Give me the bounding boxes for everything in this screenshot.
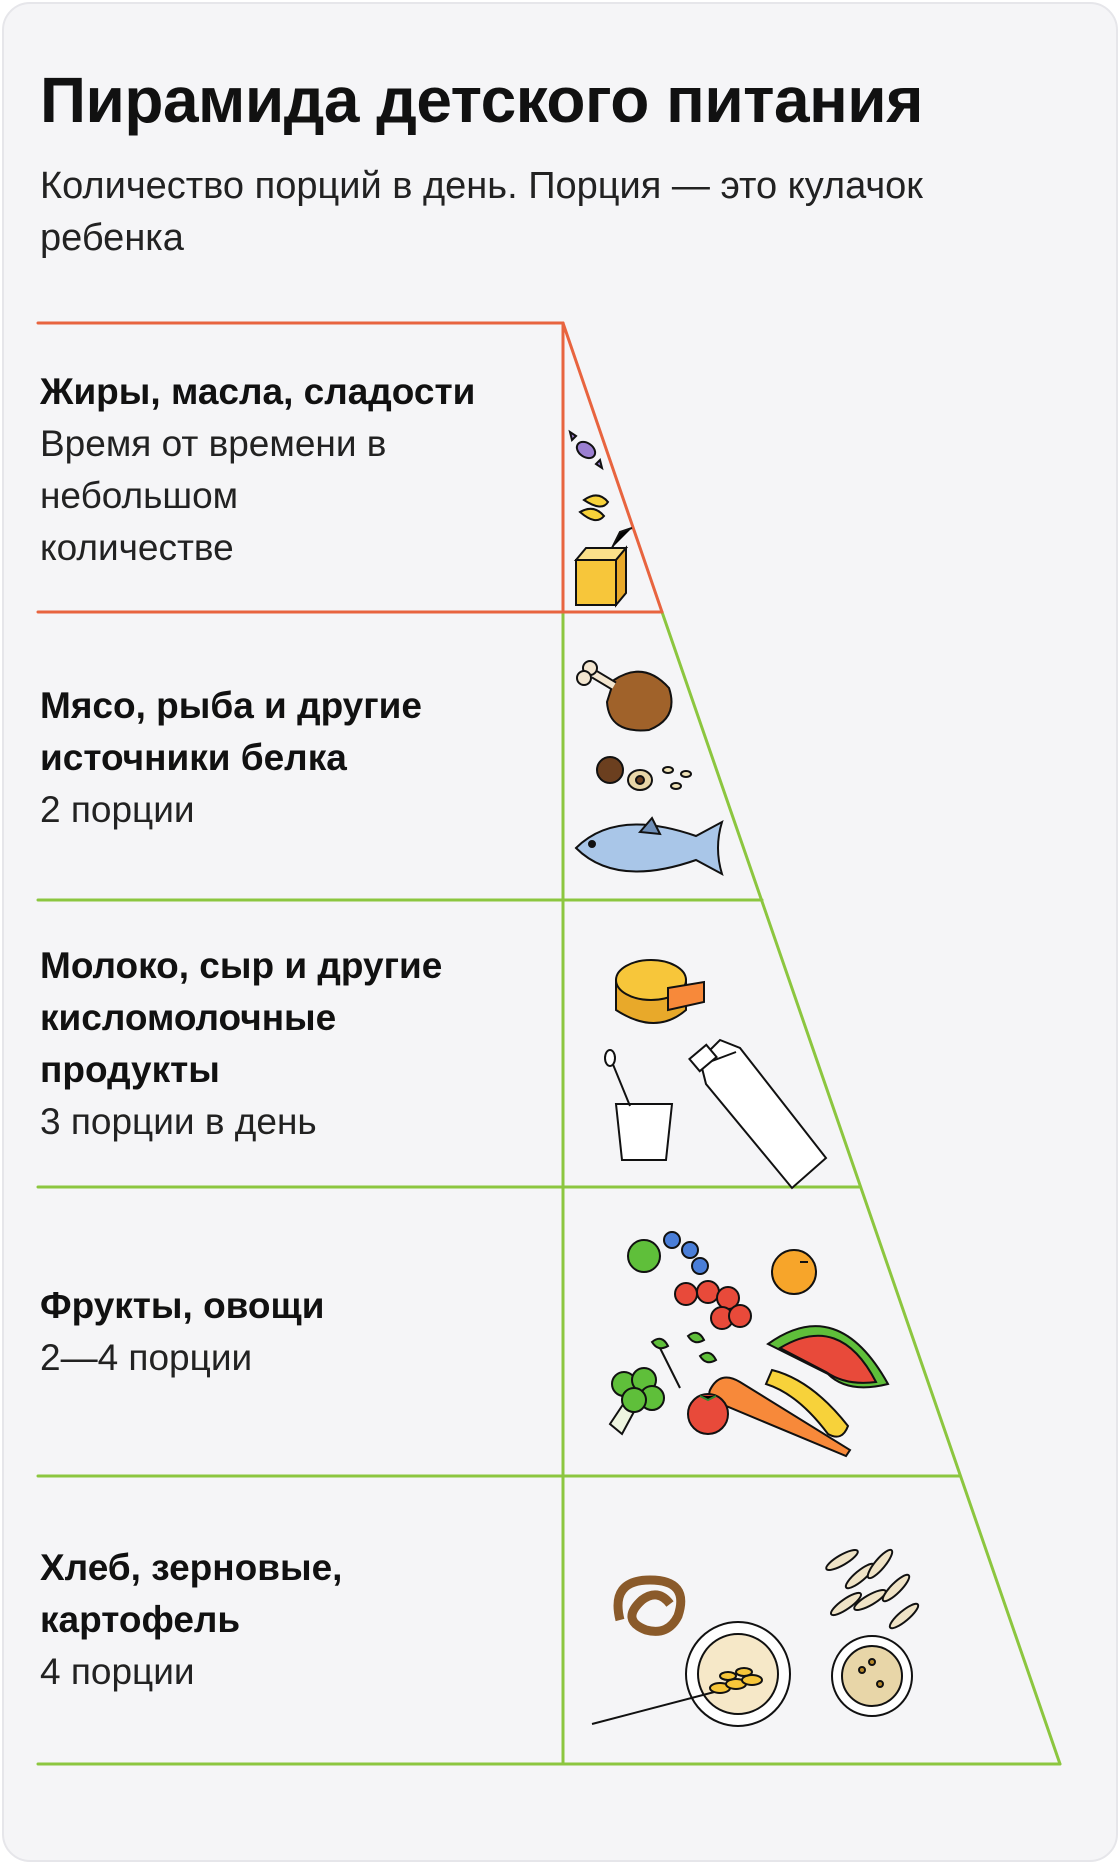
tier-title: Жиры, масла, сладости xyxy=(40,371,476,412)
wheat-icon xyxy=(591,1667,763,1725)
tier-text: 2—4 порции xyxy=(40,1337,253,1378)
berries-icon xyxy=(627,1231,752,1330)
tier-fruits-vegetables: Фрукты, овощи 2—4 порции xyxy=(40,1280,560,1384)
nuts-icon xyxy=(596,756,692,791)
tier-fats: Жиры, масла, сладости Время от времени в… xyxy=(40,366,560,574)
milk-bottle-icon xyxy=(688,1038,828,1190)
chicken-leg-icon xyxy=(576,660,673,732)
tier-grains: Хлеб, зерновые, картофель 4 порции xyxy=(40,1542,560,1698)
fish-icon xyxy=(574,816,724,877)
candy-icon xyxy=(568,429,604,471)
banana-icon xyxy=(764,1368,850,1438)
yogurt-icon xyxy=(604,1049,674,1161)
juice-box-icon xyxy=(573,527,633,608)
cashew-icon xyxy=(578,494,610,522)
herbs-icon xyxy=(650,1331,718,1389)
page-subtitle: Количество порций в день. Порция — это к… xyxy=(40,165,923,259)
broccoli-icon xyxy=(608,1367,665,1436)
pyramid-lines-orange xyxy=(36,321,664,614)
tier-title: Хлеб, зерновые, картофель xyxy=(40,1547,343,1640)
page-title: Пирамида детского питания xyxy=(40,64,923,136)
grain-bowl-icon xyxy=(831,1635,913,1717)
pretzel-icon xyxy=(613,1575,686,1636)
tier-text: 2 порции xyxy=(40,789,195,830)
tier-protein: Мясо, рыба и другие источники белка 2 по… xyxy=(40,680,560,836)
tier-title: Мясо, рыба и другие источники белка xyxy=(40,685,422,778)
pyramid-lines-green xyxy=(36,610,1062,1766)
tier-title: Молоко, сыр и другие кисломолочные проду… xyxy=(40,945,443,1090)
tomato-icon xyxy=(687,1393,729,1435)
tier-text: 4 порции xyxy=(40,1651,195,1692)
orange-icon xyxy=(771,1249,817,1295)
tier-title: Фрукты, овощи xyxy=(40,1285,325,1326)
oat-flakes-icon xyxy=(825,1548,920,1630)
tier-text: Время от времени в небольшом количестве xyxy=(40,423,387,568)
tier-dairy: Молоко, сыр и другие кисломолочные проду… xyxy=(40,940,560,1148)
cheese-icon xyxy=(615,959,705,1024)
watermelon-icon xyxy=(766,1325,890,1389)
tier-text: 3 порции в день xyxy=(40,1101,317,1142)
